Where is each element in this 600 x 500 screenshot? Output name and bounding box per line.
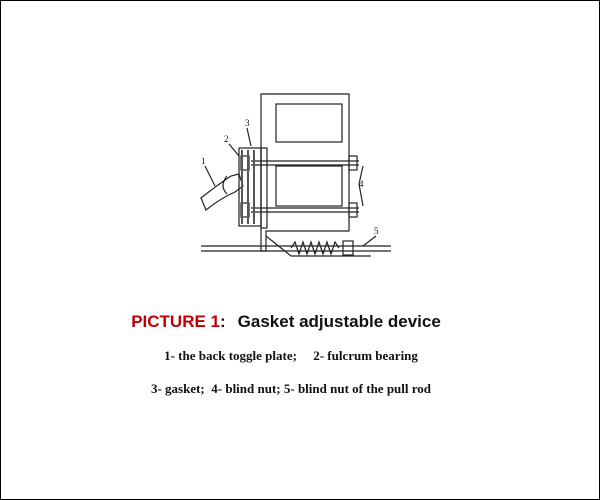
frame-body (260, 93, 350, 252)
nut-lower (348, 202, 358, 218)
figure-caption: PICTURE 1: Gasket adjustable device (1, 312, 571, 332)
gasket (260, 147, 268, 229)
toggle-plate (200, 173, 244, 211)
callout-2: 2 (224, 134, 229, 144)
spring (290, 240, 340, 256)
middle-pocket (275, 165, 343, 207)
legend-line-1: 1- the back toggle plate; 2- fulcrum bea… (164, 348, 418, 363)
callout-5: 5 (374, 226, 379, 236)
legend-line-2: 3- gasket; 4- blind nut; 5- blind nut of… (150, 381, 432, 396)
callout-4: 4 (359, 179, 364, 189)
caption-label: PICTURE 1 (131, 312, 220, 331)
nut-upper (348, 155, 358, 171)
caption-title: Gasket adjustable device (237, 312, 441, 331)
gasket-device-drawing: 1 2 3 4 5 (200, 93, 391, 257)
rod-nut (342, 240, 354, 256)
upper-pocket (275, 103, 343, 143)
callout-1: 1 (201, 156, 206, 166)
callout-3: 3 (245, 118, 250, 128)
caption-separator: : (219, 312, 226, 331)
pull-rod (265, 235, 371, 257)
